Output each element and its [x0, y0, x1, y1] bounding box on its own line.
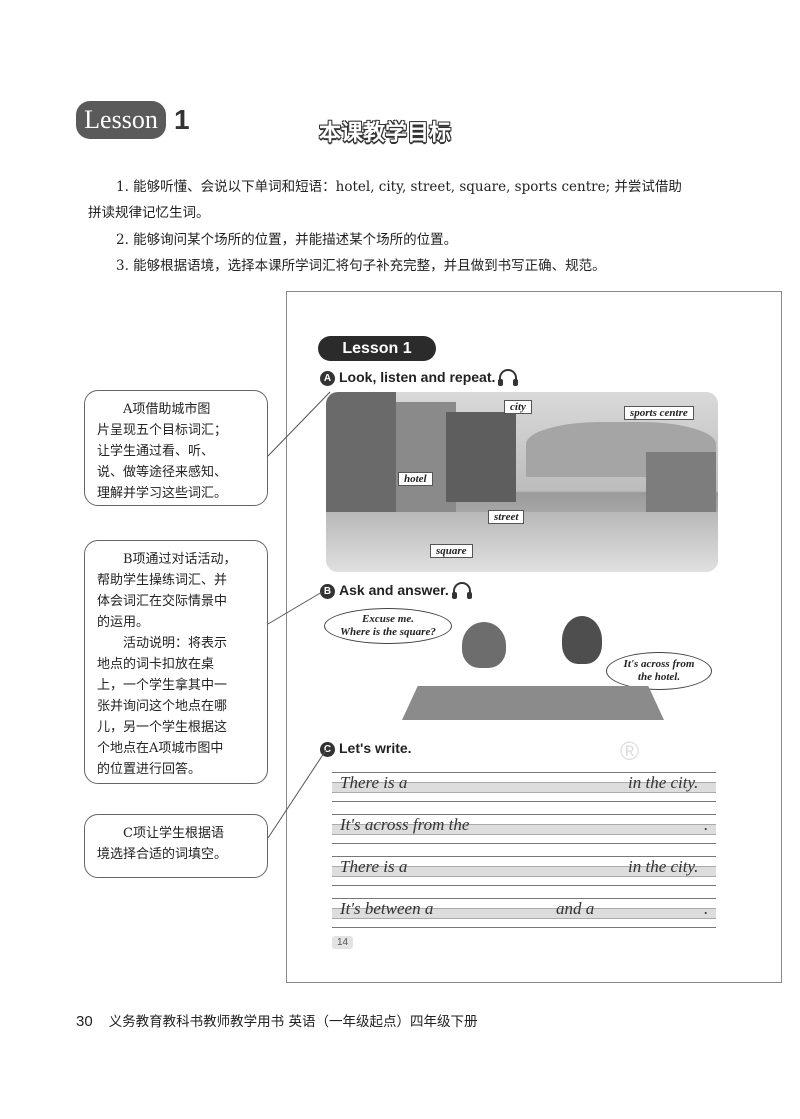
note-b-line: 张并询问这个地点在哪 [97, 699, 228, 714]
note-b-line: 个地点在A项城市图中 [97, 741, 224, 756]
note-c-line: 境选择合适的词填空。 [97, 847, 228, 862]
objective-2: 2. 能够询问某个场所的位置，并能描述某个场所的位置。 [116, 232, 458, 248]
write-line-3-left: There is a [340, 857, 408, 876]
write-line-4-middle: and a [556, 899, 595, 918]
objective-1: 1. 能够听懂、会说以下单词和短语：hotel, city, street, s… [116, 179, 682, 195]
note-b-line: 地点的词卡扣放在桌 [97, 657, 215, 672]
section-b-heading: B Ask and answer. [320, 582, 472, 599]
note-section-a: A项借助城市图 片呈现五个目标词汇； 让学生通过看、听、 说、做等途径来感知、 … [84, 390, 268, 506]
write-line-1-left: There is a [340, 773, 408, 792]
connector-c [267, 749, 327, 839]
scene-label-city: city [504, 400, 532, 414]
connector-b [267, 591, 323, 625]
objective-1-continued: 拼读规律记忆生词。 [88, 205, 210, 221]
note-a-line: 说、做等途径来感知、 [97, 465, 228, 480]
writing-line-2 [332, 814, 716, 844]
boy-figure [462, 622, 506, 668]
note-section-c: C项让学生根据语 境选择合适的词填空。 [84, 814, 268, 878]
note-b-line: 儿，另一个学生根据这 [97, 720, 228, 735]
section-a-heading: A Look, listen and repeat. [320, 369, 519, 386]
girl-figure [562, 616, 602, 664]
note-b-line: 体会词汇在交际情景中 [97, 594, 228, 609]
writing-line-3 [332, 856, 716, 886]
lesson-number: 1 [174, 104, 190, 135]
note-c-line: C项让学生根据语 [123, 826, 224, 841]
textbook-page-number: 14 [332, 936, 354, 949]
note-section-b: B项通过对话活动， 帮助学生操练词汇、并 体会词汇在交际情景中 的运用。 活动说… [84, 540, 268, 784]
section-c-title: Let's write. [339, 740, 412, 756]
note-b-line: 的位置进行回答。 [97, 762, 202, 777]
section-a-letter: A [320, 371, 335, 386]
note-b-line: 帮助学生操练词汇、并 [97, 573, 228, 588]
objectives-title: 本课教学目标 [300, 113, 470, 153]
scene-label-sports-centre: sports centre [624, 406, 694, 420]
desk-illustration [402, 686, 664, 720]
note-a-line: 片呈现五个目标词汇； [97, 423, 228, 438]
sports-centre-building [646, 452, 716, 512]
speech-bubble-question: Excuse me. Where is the square? [324, 608, 452, 644]
page-footer: 30 义务教育教科书教师教学用书 英语（一年级起点）四年级下册 [76, 1010, 477, 1030]
footer-page-number: 30 [76, 1013, 93, 1030]
lesson-badge: Lesson [76, 101, 166, 139]
write-line-3-right: in the city. [628, 857, 699, 876]
connector-a [267, 391, 331, 457]
headphone-icon [498, 369, 519, 386]
bubble-question-line2: Where is the square? [340, 626, 436, 638]
tower-building [326, 392, 396, 532]
office-building [446, 412, 516, 502]
bubble-question-line1: Excuse me. [362, 613, 414, 625]
bubble-answer-line2: the hotel. [637, 671, 681, 683]
note-b-line: B项通过对话活动， [123, 552, 237, 567]
objective-3: 3. 能够根据语境，选择本课所学词汇将句子补充完整，并且做到书写正确、规范。 [116, 258, 606, 274]
note-b-line: 的运用。 [97, 615, 150, 630]
note-a-line: 让学生通过看、听、 [97, 444, 215, 459]
note-a-line: A项借助城市图 [123, 402, 211, 417]
write-line-4-right: . [704, 899, 709, 918]
scene-label-square: square [430, 544, 473, 558]
section-b-letter: B [320, 584, 335, 599]
section-a-title: Look, listen and repeat. [339, 369, 496, 385]
headphone-icon [451, 582, 472, 599]
writing-line-1 [332, 772, 716, 802]
write-line-2-left: It's across from the [340, 815, 470, 834]
note-b-line: 上，一个学生拿其中一 [97, 678, 228, 693]
note-b-line: 活动说明：将表示 [123, 636, 228, 651]
textbook-lesson-badge: Lesson 1 [318, 336, 436, 361]
scene-label-street: street [488, 510, 525, 524]
write-line-4-left: It's between a [340, 899, 434, 918]
writing-line-4 [332, 898, 716, 928]
speech-bubble-answer: It's across from the hotel. [606, 652, 712, 690]
section-b-title: Ask and answer. [339, 582, 449, 598]
footer-book-title: 义务教育教科书教师教学用书 英语（一年级起点）四年级下册 [108, 1014, 478, 1030]
bubble-answer-line1: It's across from [623, 658, 695, 670]
note-a-line: 理解并学习这些词汇。 [97, 486, 228, 501]
registered-watermark: ® [620, 736, 640, 766]
scene-label-hotel: hotel [398, 472, 433, 486]
write-line-1-right: in the city. [628, 773, 699, 792]
write-line-2-right: . [704, 815, 709, 834]
city-scene-illustration: city sports centre hotel street square [326, 392, 718, 572]
